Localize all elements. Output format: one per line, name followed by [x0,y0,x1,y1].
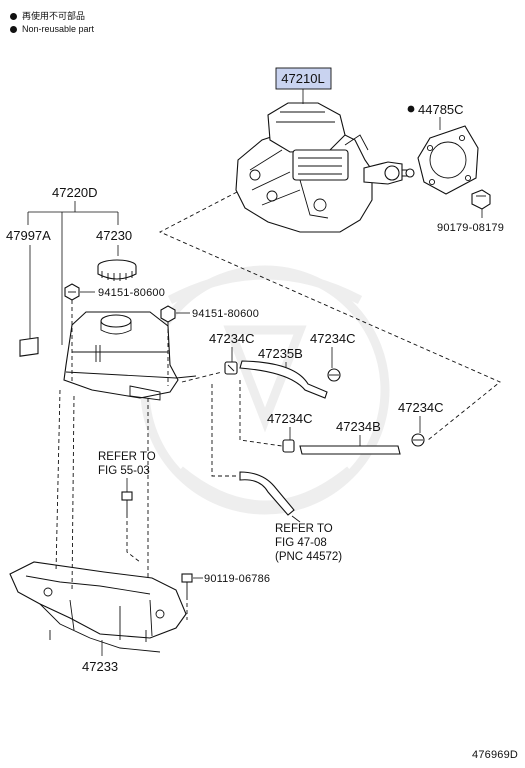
part-number-clip-2: 47234C [310,331,356,346]
part-number-reservoir-sub: 47220D [52,185,98,200]
bolt-c-part[interactable] [181,573,193,596]
reservoir-cap-part[interactable] [97,259,137,281]
clip-2-part[interactable] [327,368,341,382]
bullet-icon [10,13,17,20]
reservoir-bracket-part[interactable] [9,561,187,653]
part-number-clip-1: 47234C [209,331,255,346]
hose-a-part[interactable] [239,360,328,399]
clip-4-part[interactable] [411,433,425,447]
watermark-emblem [140,265,390,515]
non-reusable-mark-icon [407,105,415,113]
brake-booster-assembly[interactable] [235,102,415,233]
nut-part[interactable] [471,189,491,210]
clip-3-part[interactable] [282,439,295,453]
part-number-clip-4: 47234C [398,400,444,415]
part-label-booster[interactable]: 47210L [275,67,332,90]
part-number-label-plate: 47997A [6,228,51,243]
part-number-hose-a: 47235B [258,346,303,361]
part-number-gasket: 44785C [418,102,464,117]
ref-note-1-line-1: REFER TO [98,451,156,463]
part-number-cap: 47230 [96,228,132,243]
legend: 再使用不可部品 Non-reusable part [10,10,94,36]
bolt-ref-part[interactable] [121,491,133,514]
part-number-bolt-b: 94151-80600 [192,308,259,320]
part-number-hose-b: 47234B [336,419,381,434]
clip-1-part[interactable] [224,361,238,375]
legend-non-reusable-en: Non-reusable part [22,24,95,34]
part-number-nut: 90179-08179 [437,222,504,234]
part-number-bolt-c: 90119-06786 [204,573,270,585]
ref-note-1-line-2: FIG 55-03 [98,465,150,477]
part-number-bracket: 47233 [82,659,118,674]
bolt-b-part[interactable] [160,305,176,323]
bolt-a-part[interactable] [64,283,80,301]
illustration-id: 476969D [472,749,518,761]
ref-note-2-line-2: FIG 47-08 [275,537,327,549]
part-number-clip-3: 47234C [267,411,313,426]
brake-line-hose-part[interactable] [239,471,295,516]
ref-note-2-line-1: REFER TO [275,523,333,535]
legend-non-reusable-cn: 再使用不可部品 [22,11,86,21]
caution-label-part[interactable] [19,337,39,357]
reservoir-tank-part[interactable] [63,311,197,401]
bullet-icon [10,26,17,33]
ref-note-2-line-3: (PNC 44572) [275,551,342,563]
part-number-bolt-a: 94151-80600 [98,287,165,299]
gasket-part[interactable] [417,125,479,195]
hose-b-part[interactable] [299,445,401,455]
assembly-guide-lines [55,191,501,620]
part-number-booster: 47210L [281,71,324,86]
